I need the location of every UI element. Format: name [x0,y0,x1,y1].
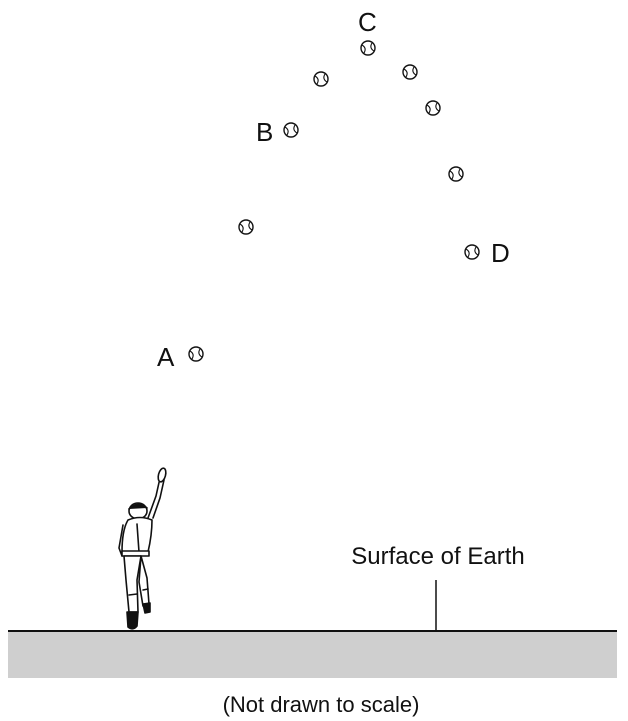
ball-descent-2 [448,166,464,182]
ball-mid-ascent [238,219,254,235]
ball-at-a [188,346,204,362]
ball-descent-1 [425,100,441,116]
label-b: B [256,117,273,147]
ball-trajectory [188,40,480,362]
ground [8,631,617,678]
surface-label: Surface of Earth [351,543,524,570]
ball-at-b [283,122,299,138]
ball-near-top-right [402,64,418,80]
ball-at-d [464,244,480,260]
label-d: D [491,238,510,268]
caption: (Not drawn to scale) [223,692,420,717]
ball-near-top-left [313,71,329,87]
label-c: C [358,7,377,37]
label-a: A [157,342,175,372]
baseball-player-figure [118,467,167,630]
ball-at-c [360,40,376,56]
